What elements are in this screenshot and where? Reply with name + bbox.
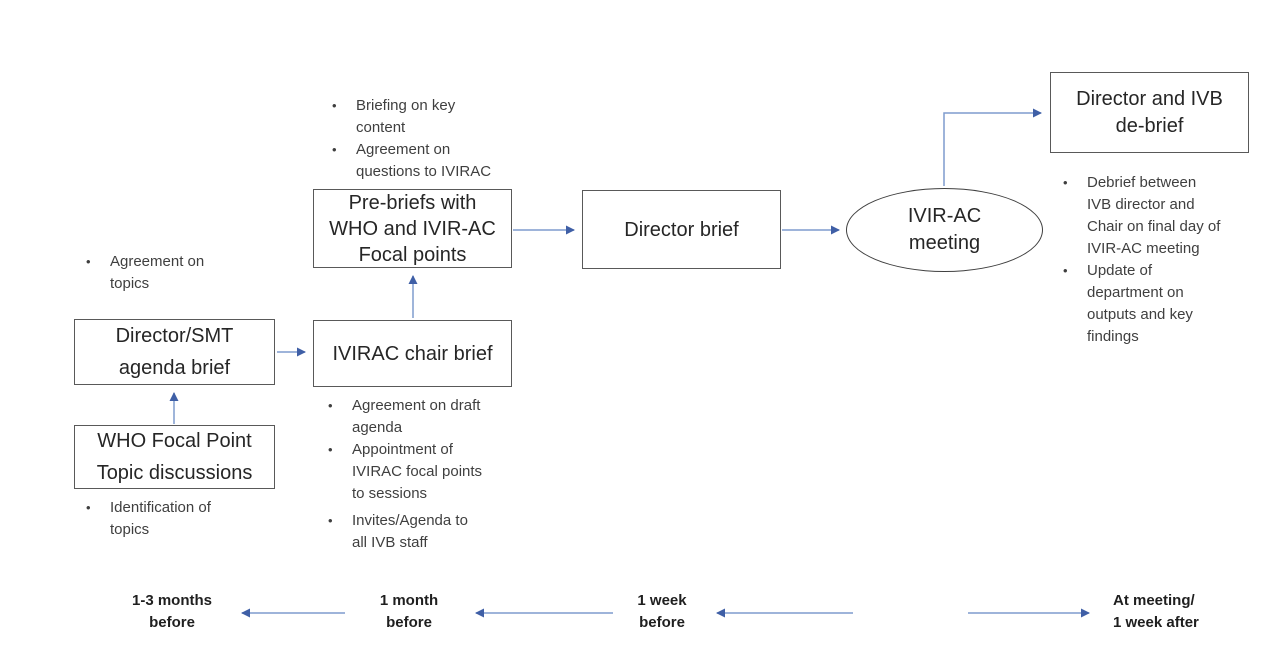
note-text: Agreement on topics	[110, 253, 205, 292]
timeline-label-1-3-months-before: 1-3 months before	[131, 592, 212, 631]
bullet-icon: •	[328, 442, 333, 457]
arrow-ivir-ac-meeting-to-debrief	[943, 108, 1042, 186]
bullet-icon: •	[328, 398, 333, 413]
bullet-icon: •	[1063, 175, 1068, 190]
note-item: • Update of department on outputs and ke…	[1063, 260, 1220, 348]
node-director-ivb-debrief: Director and IVB de-brief	[1050, 72, 1249, 153]
note-text: Invites/Agenda to all IVB staff	[352, 512, 468, 551]
timeline-label-1-month-before: 1 month before	[379, 592, 439, 631]
timeline-label-at-meeting-1-week-after: At meeting/ 1 week after	[1113, 592, 1199, 631]
bullet-icon: •	[332, 98, 337, 113]
notes-chair-brief: • Agreement on draft agenda • Appointmen…	[328, 395, 482, 554]
note-text: Identification of topics	[110, 499, 211, 538]
notes-identification-of-topics: • Identification of topics	[86, 497, 211, 541]
note-item: • Identification of topics	[86, 497, 211, 541]
bullet-icon: •	[328, 513, 333, 528]
bullet-icon: •	[332, 142, 337, 157]
note-text: Update of department on outputs and key …	[1087, 262, 1193, 345]
node-label: IVIR-AC meeting	[907, 205, 982, 254]
note-item: • Agreement on draft agenda	[328, 395, 482, 439]
node-pre-briefs-focal-points: Pre-briefs with WHO and IVIR-AC Focal po…	[313, 189, 512, 268]
node-label: IVIRAC chair brief	[332, 342, 493, 365]
notes-debrief: • Debrief between IVB director and Chair…	[1063, 172, 1220, 348]
note-text: Debrief between IVB director and Chair o…	[1087, 174, 1221, 257]
node-who-focal-point-topic-discussions: WHO Focal Point Topic discussions	[74, 425, 275, 489]
note-item: • Debrief between IVB director and Chair…	[1063, 172, 1220, 260]
timeline-label-1-week-before: 1 week before	[637, 592, 687, 631]
note-text: Agreement on draft agenda	[352, 397, 481, 436]
node-director-smt-agenda-brief: Director/SMT agenda brief	[74, 319, 275, 385]
node-ivir-ac-meeting: IVIR-AC meeting	[846, 188, 1043, 272]
note-item: • Briefing on key content	[332, 95, 491, 139]
bullet-icon: •	[86, 254, 91, 269]
node-label: Director/SMT agenda brief	[115, 325, 234, 379]
bullet-icon: •	[86, 500, 91, 515]
note-item: • Appointment of IVIRAC focal points to …	[328, 439, 482, 505]
note-item: • Agreement on topics	[86, 251, 204, 295]
node-ivirac-chair-brief: IVIRAC chair brief	[313, 320, 512, 387]
bullet-icon: •	[1063, 263, 1068, 278]
note-text: Briefing on key content	[356, 97, 456, 136]
note-text: Appointment of IVIRAC focal points to se…	[352, 441, 483, 502]
note-item: • Agreement on questions to IVIRAC	[332, 139, 491, 183]
note-text: Agreement on questions to IVIRAC	[356, 141, 492, 180]
notes-pre-brief: • Briefing on key content • Agreement on…	[332, 95, 491, 183]
note-item: • Invites/Agenda to all IVB staff	[328, 510, 482, 554]
notes-agreement-on-topics: • Agreement on topics	[86, 251, 204, 295]
node-label: Director and IVB de-brief	[1076, 87, 1223, 137]
node-label: Director brief	[624, 218, 739, 241]
node-director-brief: Director brief	[582, 190, 781, 269]
node-label: WHO Focal Point Topic discussions	[96, 430, 253, 484]
node-label: Pre-briefs with WHO and IVIR-AC Focal po…	[329, 191, 496, 266]
